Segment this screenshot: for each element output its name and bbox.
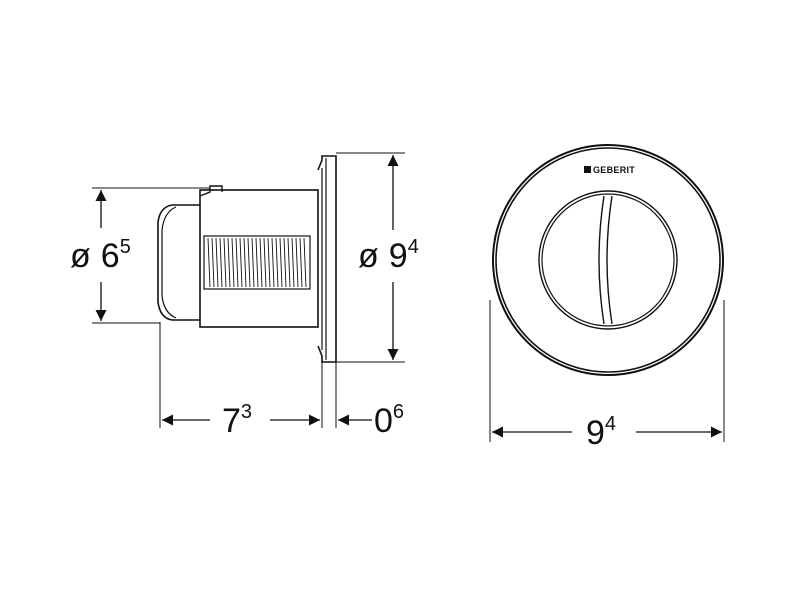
dimension-lines	[95, 155, 722, 438]
thread-line	[219, 237, 223, 288]
button-divider-left	[598, 195, 605, 325]
thread-line	[247, 237, 251, 288]
collar	[199, 185, 223, 197]
button-body	[199, 189, 319, 328]
thread-line	[207, 237, 211, 288]
logo-square-icon	[584, 166, 591, 173]
thread-line	[251, 237, 255, 288]
brand-logo: GEBERIT	[584, 165, 635, 175]
plate-thickness-label: 06	[374, 401, 404, 440]
thread-line	[295, 237, 299, 288]
button-divider-right	[606, 195, 613, 325]
thread-line	[303, 237, 307, 288]
back-flange	[317, 155, 337, 363]
brand-logo-text: GEBERIT	[593, 165, 635, 175]
button-cap-inner	[161, 206, 177, 319]
front-width-label: 94	[586, 413, 616, 452]
depth-label: 73	[222, 401, 252, 440]
button-ring-outer	[538, 190, 678, 330]
thread-line	[223, 237, 227, 288]
thread-line	[243, 237, 247, 288]
thread-line	[211, 237, 215, 288]
thread-line	[275, 237, 279, 288]
thread-line	[263, 237, 267, 288]
thread-outline	[203, 235, 311, 290]
thread-line	[215, 237, 219, 288]
button-cap	[157, 204, 200, 321]
thread-line	[287, 237, 291, 288]
button-ring-inner	[541, 193, 675, 327]
thread-line	[283, 237, 287, 288]
cover-plate-outer-ring	[492, 144, 724, 376]
thread-line	[231, 237, 235, 288]
thread-line	[227, 237, 231, 288]
thread-line	[299, 237, 303, 288]
side-view	[157, 155, 337, 363]
extension-lines	[92, 152, 725, 442]
thread-line	[239, 237, 243, 288]
thread-line	[267, 237, 271, 288]
thread-lines	[207, 237, 307, 288]
thread-line	[259, 237, 263, 288]
thread-line	[235, 237, 239, 288]
thread-line	[255, 237, 259, 288]
thread-line	[279, 237, 283, 288]
thread-line	[271, 237, 275, 288]
thread-line	[291, 237, 295, 288]
cover-plate-inner-ring	[495, 147, 721, 373]
front-view: GEBERIT	[492, 144, 724, 376]
